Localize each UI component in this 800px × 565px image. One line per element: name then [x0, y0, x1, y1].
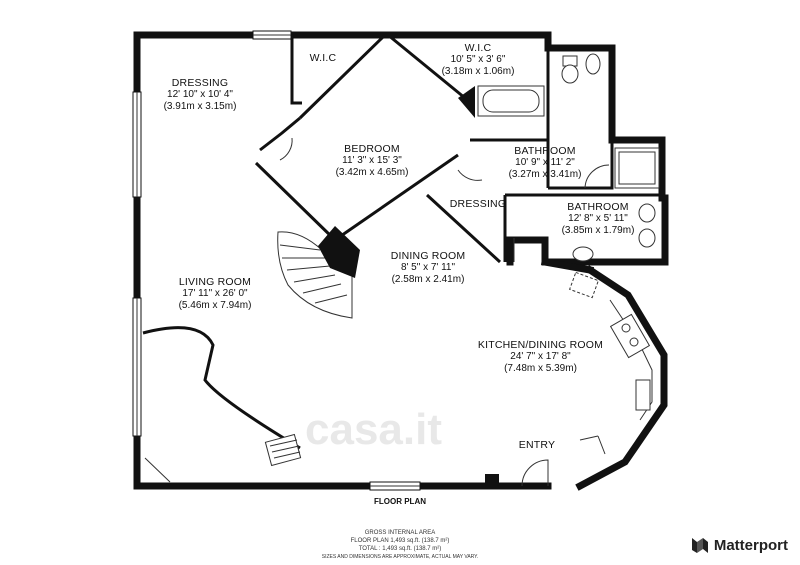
- interior-walls: [254, 33, 662, 264]
- disclaimer: SIZES AND DIMENSIONS ARE APPROXIMATE, AC…: [321, 554, 479, 560]
- room-dimensions-imperial: 24' 7" x 17' 8": [510, 351, 571, 362]
- room-name: BEDROOM: [344, 143, 400, 155]
- room-dimensions-imperial: 11' 3" x 15' 3": [342, 155, 402, 166]
- toilets-and-basins: [561, 53, 660, 262]
- room-name: DINING ROOM: [390, 250, 466, 262]
- room-name: W.I.C: [309, 52, 337, 64]
- room-label-bathroom-2: BATHROOM 12' 8" x 5' 11" (3.85m x 1.79m): [548, 201, 648, 237]
- matterport-logo-icon: [691, 538, 708, 553]
- room-dimensions-metric: (7.48m x 5.39m): [504, 363, 577, 374]
- room-dimensions-metric: (3.42m x 4.65m): [335, 167, 409, 178]
- doors: [279, 137, 610, 487]
- room-label-wic-right: W.I.C 10' 5" x 3' 6" (3.18m x 1.06m): [428, 42, 528, 78]
- room-label-dining: DINING ROOM 8' 5" x 7' 11" (2.58m x 2.41…: [378, 250, 478, 286]
- room-dimensions-metric: (3.91m x 3.15m): [163, 101, 237, 112]
- gross-area-title: GROSS INTERNAL AREA: [364, 530, 436, 536]
- room-dimensions-imperial: 8' 5" x 7' 11": [400, 262, 456, 273]
- bathtub: [458, 85, 545, 118]
- room-label-bedroom: BEDROOM 11' 3" x 15' 3" (3.42m x 4.65m): [322, 143, 422, 179]
- room-name: W.I.C: [464, 42, 492, 54]
- room-label-dressing: DRESSING 12' 10" x 10' 4" (3.91m x 3.15m…: [150, 77, 250, 113]
- room-dimensions-metric: (3.27m x 3.41m): [508, 169, 582, 180]
- room-dimensions-metric: (5.46m x 7.94m): [178, 300, 252, 311]
- kitchen-counters: [569, 271, 653, 421]
- room-dimensions-imperial: 12' 10" x 10' 4": [167, 89, 233, 100]
- total-area: TOTAL : 1,493 sq.ft. (138.7 m²): [358, 546, 442, 552]
- room-dimensions-metric: (2.58m x 2.41m): [391, 274, 465, 285]
- staircase: [277, 226, 360, 319]
- room-name: ENTRY: [518, 439, 556, 451]
- room-dimensions-imperial: 10' 9" x 11' 2": [515, 157, 575, 168]
- room-dimensions-metric: (3.18m x 1.06m): [441, 66, 515, 77]
- floor-plan-area: FLOOR PLAN 1,493 sq.ft. (138.7 m²): [350, 538, 450, 544]
- room-name: BATHROOM: [567, 201, 629, 213]
- brand-name: Matterport: [713, 536, 788, 554]
- room-dimensions-metric: (3.85m x 1.79m): [561, 225, 635, 236]
- room-dimensions-imperial: 12' 8" x 5' 11": [568, 213, 628, 224]
- room-label-entry: ENTRY: [512, 439, 562, 451]
- room-dimensions-imperial: 10' 5" x 3' 6": [450, 54, 506, 65]
- room-name: DRESSING: [171, 77, 229, 89]
- room-name: DRESSING: [449, 198, 507, 210]
- room-dimensions-imperial: 17' 11" x 26' 0": [182, 288, 248, 299]
- room-name: LIVING ROOM: [178, 276, 252, 288]
- room-label-wic-left: W.I.C: [298, 52, 348, 64]
- watermark: casa.it: [305, 405, 442, 454]
- brand: Matterport: [691, 536, 788, 554]
- curved-feature-wall: [142, 326, 302, 483]
- entry-mark: [485, 474, 499, 486]
- windows: [132, 30, 421, 491]
- room-label-kitchen: KITCHEN/DINING ROOM 24' 7" x 17' 8" (7.4…: [468, 339, 613, 375]
- room-name: KITCHEN/DINING ROOM: [477, 339, 604, 351]
- room-name: BATHROOM: [514, 145, 576, 157]
- plan-title: FLOOR PLAN: [374, 497, 426, 506]
- room-label-bathroom-1: BATHROOM 10' 9" x 11' 2" (3.27m x 3.41m): [495, 145, 595, 181]
- room-label-living: LIVING ROOM 17' 11" x 26' 0" (5.46m x 7.…: [165, 276, 265, 312]
- room-label-dressing-small: DRESSING: [448, 198, 508, 210]
